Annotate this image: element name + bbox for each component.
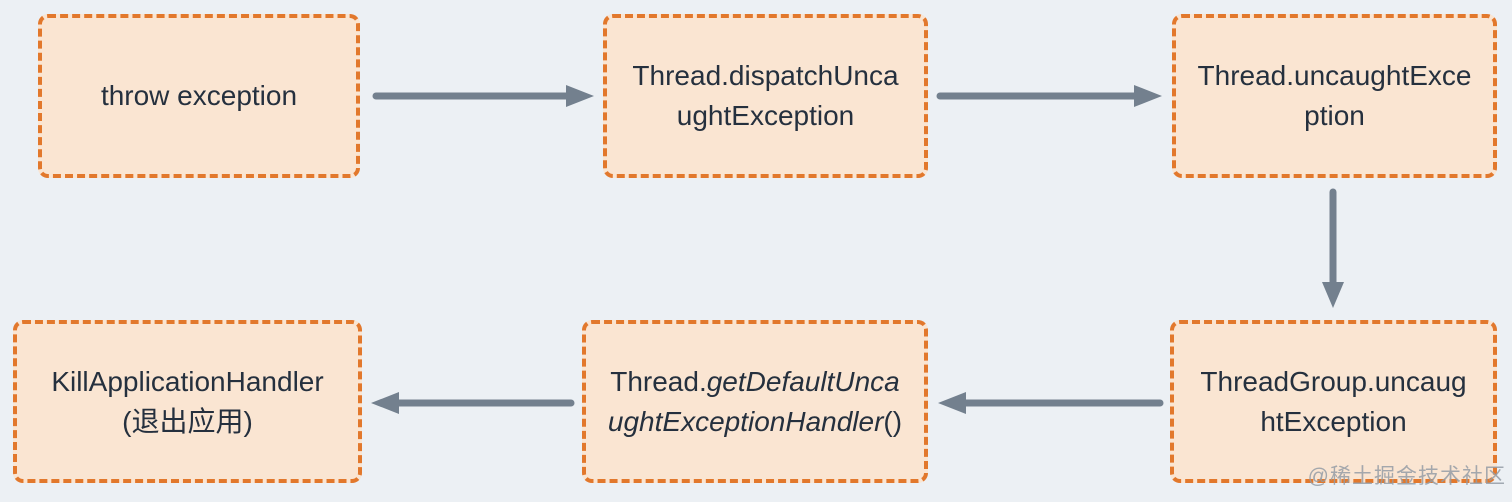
node-thread-uncaught-exception: Thread.uncaughtExce ption (1172, 14, 1497, 178)
node-thread-get-default-uncaught-exception-handler: Thread.getDefaultUnca ughtExceptionHandle… (582, 320, 928, 483)
watermark: @稀土掘金技术社区 (1307, 465, 1506, 488)
node-label-line: ThreadGroup.uncaug (1200, 365, 1467, 397)
arrow-down-icon (1322, 188, 1344, 308)
node-label-line: throw exception (100, 80, 298, 111)
node-label-line: Thread.getDefaultUnca (610, 365, 900, 397)
node-kill-application-handler: KillApplicationHandler (退出应用) (13, 320, 362, 483)
node-label-line: ughtException (676, 100, 855, 131)
node-thread-group-uncaught-exception: ThreadGroup.uncaug htException (1170, 320, 1497, 483)
arrow-right-icon (936, 85, 1162, 107)
node-label-line: ption (1304, 100, 1365, 131)
arrow-left-icon (371, 392, 575, 414)
node-label-line: Thread.uncaughtExce (1197, 60, 1472, 91)
node-label-line: (退出应用) (122, 405, 253, 437)
node-label-line: Thread.dispatchUnca (632, 60, 899, 91)
node-thread-dispatch-uncaught-exception: Thread.dispatchUnca ughtException (603, 14, 928, 178)
node-label-line: htException (1260, 405, 1407, 437)
arrow-right-icon (372, 85, 594, 107)
node-throw-exception: throw exception (38, 14, 360, 178)
node-label-line: ughtExceptionHandler() (607, 405, 903, 437)
node-label-line: KillApplicationHandler (51, 365, 324, 397)
arrow-left-icon (938, 392, 1164, 414)
